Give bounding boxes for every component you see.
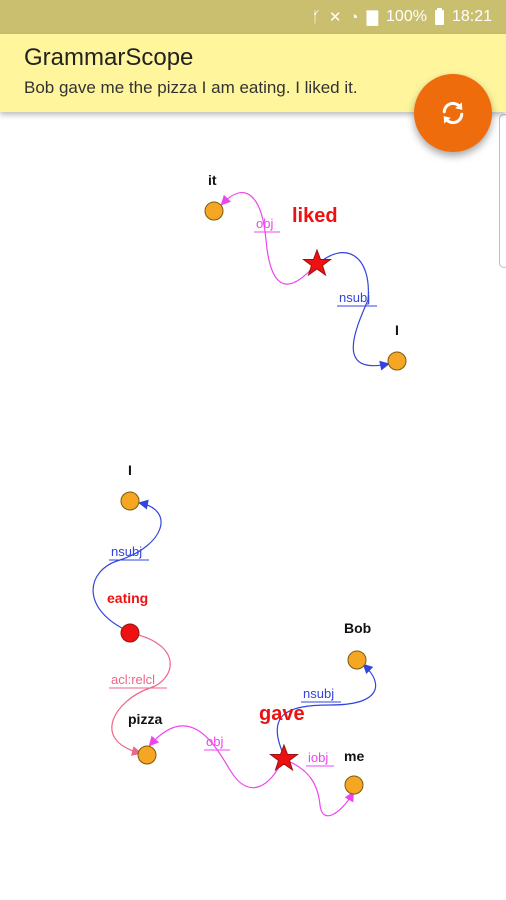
word-label-pizza: pizza	[128, 711, 162, 727]
signal-icon: ▇	[366, 8, 379, 26]
word-node-pizza[interactable]	[137, 745, 157, 765]
edge-label-nsubj: nsubj	[111, 544, 142, 559]
word-label-eating: eating	[107, 590, 148, 606]
word-node-bob[interactable]	[347, 650, 367, 670]
word-node-eating[interactable]	[120, 623, 140, 643]
sentence-subtitle: Bob gave me the pizza I am eating. I lik…	[24, 78, 358, 97]
edge-label-obj: obj	[206, 734, 223, 749]
app-title: GrammarScope	[24, 44, 194, 71]
app-bar: GrammarScope Bob gave me the pizza I am …	[0, 34, 506, 112]
word-label-gave: gave	[259, 703, 305, 725]
wifi-icon: ◔	[349, 8, 359, 26]
word-label-bob: Bob	[344, 620, 371, 636]
word-label-me: me	[344, 748, 364, 764]
battery-percent: 100%	[386, 8, 427, 25]
edge-label-obj: obj	[256, 216, 273, 231]
refresh-icon	[442, 101, 464, 125]
edge-gave-bob	[276, 663, 377, 759]
battery-icon	[434, 7, 444, 25]
edge-eating-pizza	[111, 632, 171, 756]
edge-label-nsubj: nsubj	[339, 290, 370, 305]
edge-gave-me	[285, 759, 355, 817]
word-node-I[interactable]	[120, 491, 140, 511]
edge-label-nsubj: nsubj	[303, 686, 334, 701]
dependency-graph[interactable]: obj nsubj liked it I nsubj acl:relcl obj…	[0, 112, 506, 900]
edge-label-iobj: iobj	[308, 750, 328, 765]
edge-gave-pizza	[148, 725, 284, 789]
word-label-I: I	[128, 462, 132, 478]
word-label-I: I	[395, 322, 399, 338]
mute-icon: ✕	[328, 8, 342, 26]
root-star-gave[interactable]	[269, 743, 299, 772]
edge-liked-I	[317, 252, 390, 371]
status-time: 18:21	[451, 8, 492, 25]
status-bar: ᚶ ✕ ◔ ▇ 100% 18:21	[0, 0, 506, 34]
refresh-button[interactable]	[414, 74, 492, 152]
side-panel-handle[interactable]	[499, 114, 506, 268]
word-node-I[interactable]	[387, 351, 407, 371]
word-label-liked: liked	[292, 205, 338, 227]
word-node-me[interactable]	[344, 775, 364, 795]
root-star-liked[interactable]	[302, 248, 332, 277]
word-node-it[interactable]	[204, 201, 224, 221]
edge-eating-I	[92, 499, 162, 633]
edge-label-acl-relcl: acl:relcl	[111, 672, 155, 687]
edge-liked-it	[220, 192, 317, 285]
bluetooth-icon: ᚶ	[311, 8, 321, 26]
word-label-it: it	[208, 172, 217, 188]
